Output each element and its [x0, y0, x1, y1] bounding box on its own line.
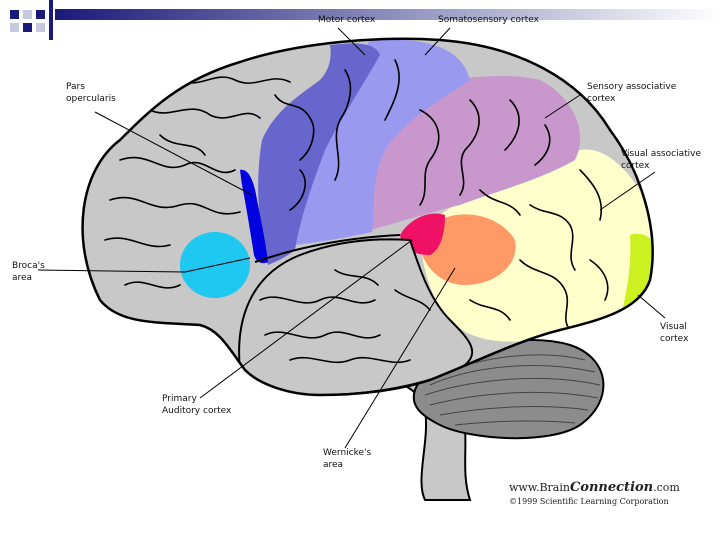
header-square [36, 23, 45, 32]
label-sensory-associative-line1: Sensory associative [587, 82, 677, 92]
leader-sensory-associative [544, 94, 581, 119]
leader-brocas-area [37, 269, 186, 273]
leader-lines [37, 27, 666, 449]
label-visual-cortex-line2: cortex [660, 334, 689, 344]
label-brocas-area: Broca's area [12, 260, 45, 284]
leader-visual-associative [599, 171, 656, 211]
wernickes-area-region [420, 214, 516, 285]
leader-motor-cortex [337, 27, 366, 56]
cerebrum-outline-stroke [81, 37, 654, 397]
label-pars-opercularis: Pars opercularis [66, 81, 116, 105]
label-visual-cortex-line1: Visual [660, 322, 687, 332]
label-brocas-area-line1: Broca's [12, 261, 45, 271]
image-credit: www.BrainConnection.com ©1999 Scientific… [509, 480, 680, 506]
somatosensory-cortex-region [295, 39, 470, 245]
label-primary-auditory-line1: Primary [162, 394, 197, 404]
leader-brocas-area-cont [184, 257, 251, 273]
credit-prefix: www.Brain [509, 481, 570, 494]
header-square [10, 23, 19, 32]
label-somatosensory-cortex-text: Somatosensory cortex [438, 15, 539, 25]
credit-suffix: .com [653, 481, 680, 494]
sensory-associative-cortex-region [370, 76, 581, 230]
label-pars-opercularis-line1: Pars [66, 82, 85, 92]
label-visual-associative-line1: Visual associative [621, 149, 701, 159]
credit-brand: Connection [569, 480, 654, 495]
label-sensory-associative-cortex: Sensory associative cortex [587, 81, 676, 105]
gyri-lines [104, 59, 609, 364]
header-square [10, 10, 19, 19]
label-visual-associative-line2: cortex [621, 161, 650, 171]
slide-header-decoration [10, 0, 720, 40]
leader-wernickes-area [344, 267, 456, 449]
label-motor-cortex: Motor cortex [318, 14, 375, 26]
pars-opercularis-region [240, 169, 268, 264]
leader-primary-auditory [199, 239, 413, 399]
label-somatosensory-cortex: Somatosensory cortex [438, 14, 539, 26]
header-square [23, 10, 32, 19]
header-square [36, 10, 45, 19]
label-pars-opercularis-line2: opercularis [66, 94, 116, 104]
brocas-area-region [180, 232, 250, 298]
label-wernickes-area-line2: area [323, 460, 344, 470]
label-wernickes-area: Wernicke's area [323, 447, 371, 471]
leader-visual-cortex [637, 294, 666, 319]
header-square [23, 23, 32, 32]
label-sensory-associative-line2: cortex [587, 94, 616, 104]
label-visual-associative-cortex: Visual associative cortex [621, 148, 701, 172]
leader-somatosensory-cortex [424, 27, 451, 56]
header-gradient-bar [55, 9, 720, 20]
lateral-sulcus [254, 234, 401, 263]
credit-site: www.BrainConnection.com [509, 480, 680, 495]
leader-pars-opercularis [94, 111, 253, 196]
credit-copyright: ©1999 Scientific Learning Corporation [509, 497, 669, 506]
header-square [49, 0, 53, 40]
label-primary-auditory-line2: Auditory cortex [162, 406, 232, 416]
label-primary-auditory-cortex: Primary Auditory cortex [162, 393, 231, 417]
label-wernickes-area-line1: Wernicke's [323, 448, 372, 458]
label-visual-cortex: Visual cortex [660, 321, 688, 345]
label-brocas-area-line2: area [12, 273, 33, 283]
label-motor-cortex-text: Motor cortex [318, 15, 376, 25]
